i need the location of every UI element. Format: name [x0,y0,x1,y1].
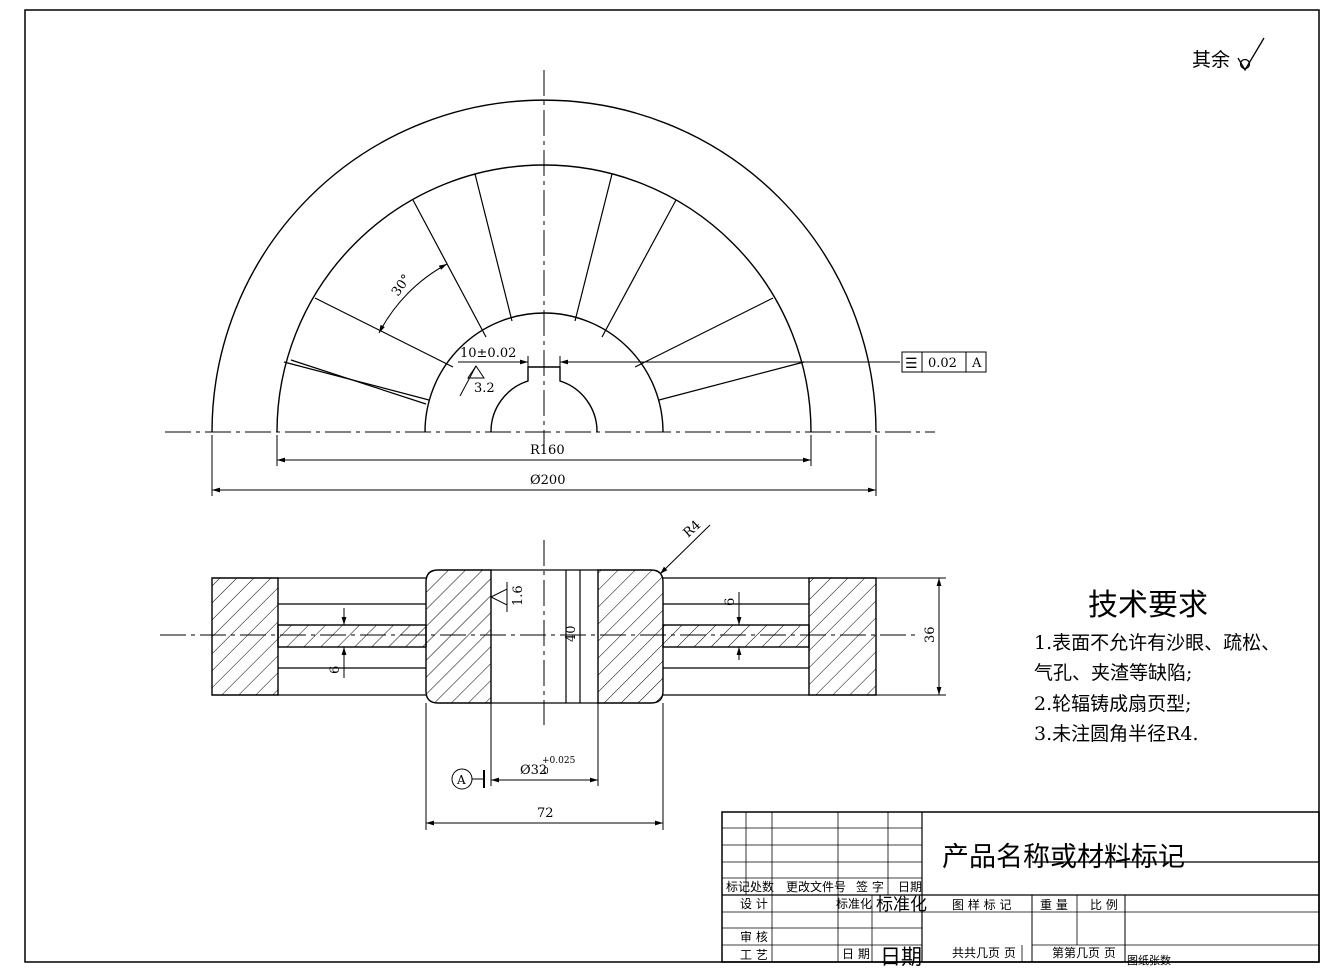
scale-label: 比 例 [1090,898,1118,912]
row-label-date: 日期 [898,880,922,894]
r-dim-label: R160 [530,443,565,458]
tolerance-symbol: ☰ [905,356,918,372]
tech-requirements: 技术要求 [1088,580,1208,624]
row-label-mark: 标记 [726,880,750,894]
angle-dimension: 30° [378,263,448,334]
drawing-border [24,9,1320,963]
sheet-count: 图纸张数 [1127,954,1171,967]
d-dim-label: Ø200 [530,473,565,488]
angle-label: 30° [389,272,415,299]
tech-req-line-4: 3.未注圆角半径R4. [1034,723,1199,745]
tolerance-value: 0.02 [928,356,957,371]
datum-a: A [451,768,485,790]
roughness-triangle-icon [489,588,508,606]
roughness-value-a: 3.2 [474,381,495,396]
pattern-mark-label: 图 样 标 记 [952,897,1011,912]
tech-req-line-1: 1.表面不允许有沙眼、疏松、 [1034,632,1281,654]
row-label-count: 处数 [750,879,774,894]
rim-right-section [808,577,877,696]
roughness-symbol-icon [1237,37,1265,72]
hub-left-section [425,569,492,704]
tolerance-frame: ☰ 0.02 A [901,351,987,373]
bore-roughness: 1.6 [489,582,526,612]
standardize-small: 标准化 [836,897,872,911]
date-big: 日期 [880,945,922,969]
tolerance-datum: A [971,356,982,371]
radius-dimension: R160 [276,435,812,466]
rim-outer-arc [211,99,877,433]
keyway-dim-label: 10±0.02 [460,346,516,361]
design-label: 设 计 [740,897,768,911]
roughness-triangle-icon [467,365,485,379]
height-dimension: 36 [876,577,946,696]
title-block [721,811,1320,963]
right-web-dim-label: 6 [723,598,738,606]
tech-req-line-3: 2.轮辐铸成扇页型; [1034,693,1192,715]
rough-note-label: 其余 [1192,49,1230,71]
title-block-text: 产品名称或材料标记 标记 处数 更改文件号 签 字 日期 设 计 标准化 标准化… [726,842,1185,969]
review-label: 审 核 [740,929,768,944]
tech-req-line-2: 气孔、夹渣等缺陷; [1034,662,1193,684]
weight-label: 重 量 [1040,898,1068,912]
row-label-signature: 签 字 [856,879,884,894]
row-label-change-doc: 更改文件号 [786,879,846,894]
hub-right-section [597,569,664,704]
top-view [165,70,935,450]
hub-width-dim-label: 72 [537,806,554,821]
general-roughness-note: 其余 [1192,37,1265,72]
hub-width-dimension: 72 [425,703,664,830]
height-dim-label: 36 [923,626,938,643]
web-left-section [277,624,427,648]
product-name: 产品名称或材料标记 [942,842,1185,873]
right-web-dimension: 6 [723,592,742,660]
spoke-lines [283,173,805,405]
hub-bore-tol-upper: +0.025 [542,756,576,766]
datum-label: A [456,773,466,787]
bore-dim-label: 40 [564,625,579,642]
web-right-section [662,624,810,648]
section-view [160,540,915,725]
total-pages: 共共几页 页 [952,946,1016,960]
process-label: 工 艺 [740,948,768,962]
hub-bore-dimension: Ø32 +0.025 0 [490,703,599,786]
standardize-big: 标准化 [876,895,927,915]
diameter-dimension: Ø200 [211,435,877,496]
tech-req-title: 技术要求 [1088,588,1208,623]
hub-bore-tol-lower: 0 [543,767,549,777]
left-web-dim-label: 6 [328,666,343,674]
page-number: 第第几页 页 [1052,946,1116,960]
fillet-label: R4 [681,518,704,541]
center-lines [165,70,935,450]
fillet-leader: R4 [659,518,711,575]
rim-left-section [211,577,279,696]
left-web-dimension: 6 [328,608,347,678]
hub-bore-dim-label: Ø32 [520,763,547,778]
keyway-dimension: 10±0.02 3.2 [458,346,900,397]
roughness-value-b: 1.6 [511,585,526,606]
date-small: 日 期 [842,947,870,961]
